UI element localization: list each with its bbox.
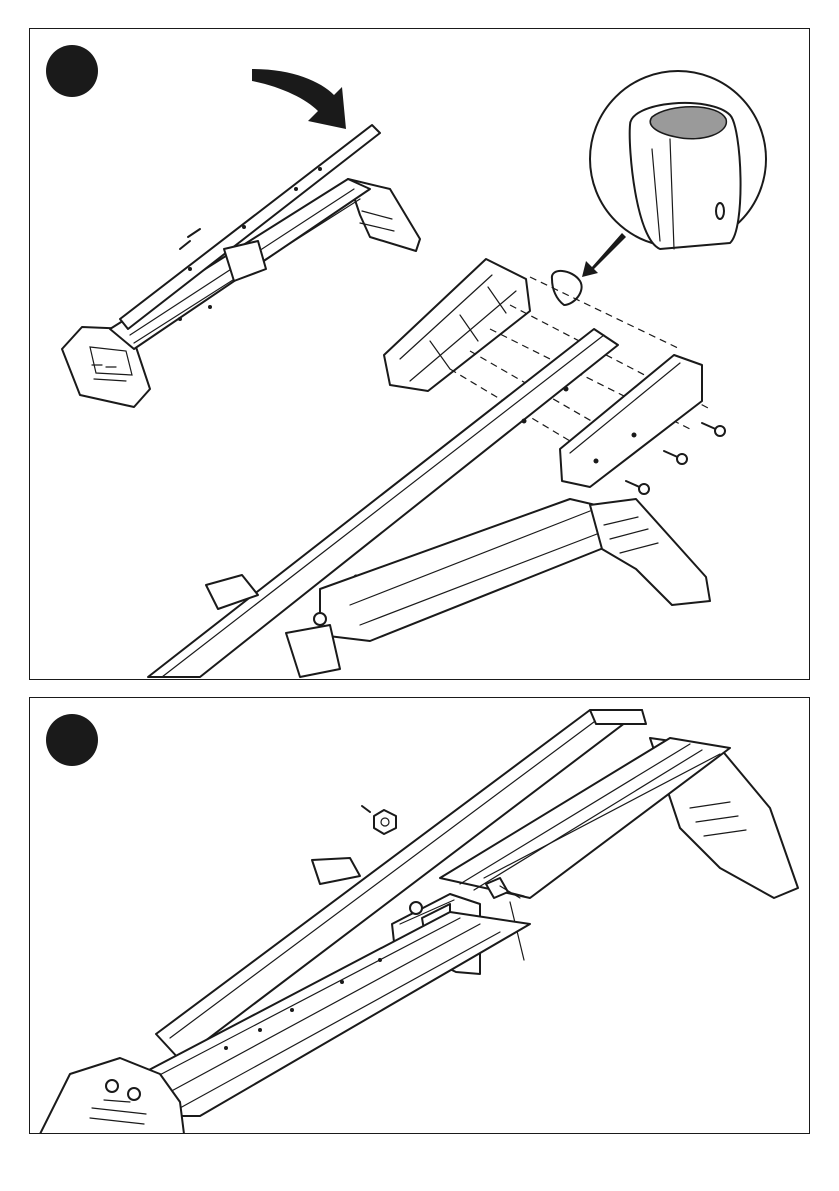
pointer-arrow-icon (582, 233, 626, 277)
assembly-step-1-panel (29, 28, 810, 680)
step-2-illustration (30, 698, 810, 1134)
frame-rail (156, 710, 646, 1060)
nut (362, 806, 396, 834)
step-1-illustration (30, 29, 810, 680)
rotate-arrow-icon (252, 69, 346, 129)
end-cap (384, 259, 530, 391)
detail-magnifier (590, 71, 766, 249)
assembly-step-2-panel (29, 697, 810, 1134)
main-track (126, 858, 530, 1116)
folded-frame (62, 125, 420, 407)
